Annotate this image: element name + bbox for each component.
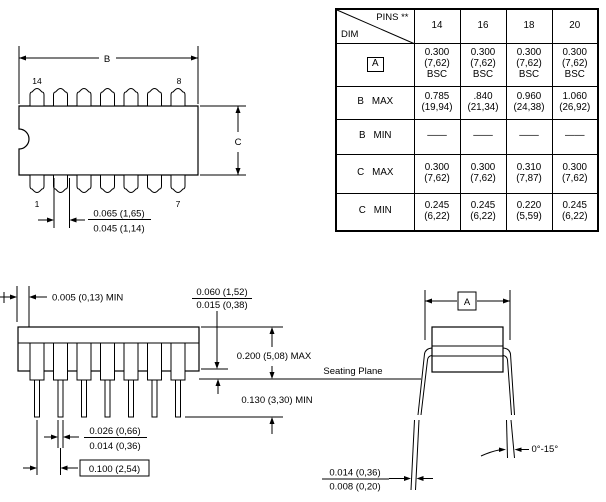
right-lead <box>502 347 515 459</box>
end-body <box>431 326 504 373</box>
body-height-label: 0.200 (5,08) MAX <box>237 351 312 362</box>
cell-bmax-18: 0.960 (24,38) <box>505 85 553 120</box>
lead-angle-label: 0°-15° <box>532 444 559 455</box>
dim-header-label: DIM <box>341 28 359 40</box>
table-corner-cell: PINS ** DIM <box>335 8 416 45</box>
lead-thickness-den: 0.008 (0,20) <box>329 482 380 493</box>
dim-qualifier: MAX <box>372 167 394 179</box>
cell-cmax-18: 0.310 (7,87) <box>505 153 553 194</box>
dim-lead-angle: 0°-15° <box>480 444 559 457</box>
cell-cmin-16: 0.245 (6,22) <box>459 192 507 232</box>
dim-lead-length: 0.130 (3,30) MIN <box>215 379 313 434</box>
pin-8-label: 8 <box>177 76 182 86</box>
lead-length-label: 0.130 (3,30) MIN <box>241 395 312 406</box>
col-header-20: 20 <box>551 8 599 44</box>
seating-plane: Seating Plane <box>199 366 421 380</box>
end-clearance-label: 0.005 (0,13) MIN <box>52 293 123 304</box>
cell-cmin-18: 0.220 (5,59) <box>505 192 553 232</box>
cell-a-20: 0.300 (7,62) BSC <box>551 42 599 87</box>
cell-a-18: 0.300 (7,62) BSC <box>505 42 553 87</box>
dim-letter-a: A <box>366 57 384 72</box>
dim-qualifier: MIN <box>373 130 392 142</box>
pin-dimension-table: PINS ** DIM 14 16 18 20 A 0.300 (7,62) B… <box>335 8 599 232</box>
pins-header-label: PINS ** <box>376 12 409 23</box>
lead-pitch-label: 0.100 (2,54) <box>89 464 140 475</box>
dim-qualifier: MAX <box>371 96 394 108</box>
table-row-c-min: C MIN 0.245 (6,22) 0.245 (6,22) 0.220 (5,… <box>335 192 599 232</box>
cell-bmin-18: —— <box>505 118 553 155</box>
standoff-num: 0.060 (1,52) <box>196 287 247 298</box>
cell-cmin-14: 0.245 (6,22) <box>413 192 461 232</box>
side-view: 0.005 (0,13) MIN <box>0 286 421 477</box>
cell-a-16: 0.300 (7,62) BSC <box>459 42 507 87</box>
table-row-a: A 0.300 (7,62) BSC 0.300 (7,62) BSC 0.30… <box>335 42 599 87</box>
cell-cmin-20: 0.245 (6,22) <box>551 192 599 232</box>
pin-14-label: 14 <box>32 76 42 86</box>
cell-bmax-14: 0.785 (19,94) <box>413 85 461 120</box>
cell-bmax-20: 1.060 (26,92) <box>551 85 599 120</box>
dim-c: C <box>200 105 246 176</box>
cell-bmin-14: —— <box>413 118 461 155</box>
cell-cmax-20: 0.300 (7,62) <box>551 153 599 194</box>
seating-plane-label: Seating Plane <box>323 366 382 377</box>
diagonal-divider <box>336 9 416 45</box>
dim-qualifier: MIN <box>373 205 392 217</box>
pin-7-label: 7 <box>176 199 181 209</box>
bottom-pins <box>29 174 186 193</box>
left-lead <box>410 347 433 491</box>
table-row-c-max: C MAX 0.300 (7,62) 0.300 (7,62) 0.310 (7,… <box>335 153 599 194</box>
row-label-c-min: C MIN <box>335 192 415 232</box>
dim-a: A <box>424 290 511 340</box>
pin-width-num: 0.065 (1,65) <box>93 209 144 220</box>
pin-width-den: 0.045 (1,14) <box>93 224 144 235</box>
dim-c-label: C <box>235 137 242 148</box>
lead-width-den: 0.014 (0,36) <box>89 441 140 452</box>
dim-standoff: 0.060 (1,52) 0.015 (0,38) <box>192 287 252 369</box>
top-pins <box>29 88 186 107</box>
cell-cmax-14: 0.300 (7,62) <box>413 153 461 194</box>
dim-b-label: B <box>104 54 110 65</box>
side-and-end-view-drawing: 0.005 (0,13) MIN <box>0 286 558 493</box>
dim-pin-width: 0.065 (1,65) 0.045 (1,14) <box>38 178 151 235</box>
lead-width-num: 0.026 (0,66) <box>89 426 140 437</box>
dim-lead-width: 0.026 (0,66) 0.014 (0,36) <box>44 420 147 452</box>
row-label-a: A <box>335 42 415 87</box>
dim-b: B <box>18 46 199 104</box>
cell-bmin-20: —— <box>551 118 599 155</box>
col-header-14: 14 <box>413 8 461 44</box>
end-view: A <box>322 290 558 493</box>
top-view-drawing: B 14 8 1 7 <box>18 46 246 235</box>
row-label-b-min: B MIN <box>335 118 415 155</box>
cell-a-14: 0.300 (7,62) BSC <box>413 42 461 87</box>
dim-a-label: A <box>464 297 471 308</box>
table-row-b-max: B MAX 0.785 (19,94) .840 (21,34) 0.960 (2… <box>335 85 599 120</box>
cell-bmin-16: —— <box>459 118 507 155</box>
dim-lead-thickness: 0.014 (0,36) 0.008 (0,20) <box>322 468 433 493</box>
pin-1-label: 1 <box>35 199 40 209</box>
package-body <box>18 105 199 176</box>
dim-letter: B <box>357 96 364 108</box>
dim-letter: B <box>358 130 366 142</box>
dim-body-height: 0.200 (5,08) MAX <box>237 327 312 379</box>
dim-lead-pitch: 0.100 (2,54) <box>23 420 150 477</box>
standoff-den: 0.015 (0,38) <box>196 300 247 311</box>
col-header-18: 18 <box>505 8 553 44</box>
narrow-leads <box>34 379 181 418</box>
row-label-b-max: B MAX <box>335 85 415 120</box>
dim-letter: C <box>357 167 365 179</box>
row-label-c-max: C MAX <box>335 153 415 194</box>
dim-letter: C <box>358 205 366 217</box>
table-row-b-min: B MIN —— —— —— —— <box>335 118 599 155</box>
col-header-16: 16 <box>459 8 507 44</box>
cell-bmax-16: .840 (21,34) <box>459 85 507 120</box>
lead-shoulders <box>29 342 186 381</box>
cell-cmax-16: 0.300 (7,62) <box>459 153 507 194</box>
lead-thickness-num: 0.014 (0,36) <box>329 468 380 479</box>
